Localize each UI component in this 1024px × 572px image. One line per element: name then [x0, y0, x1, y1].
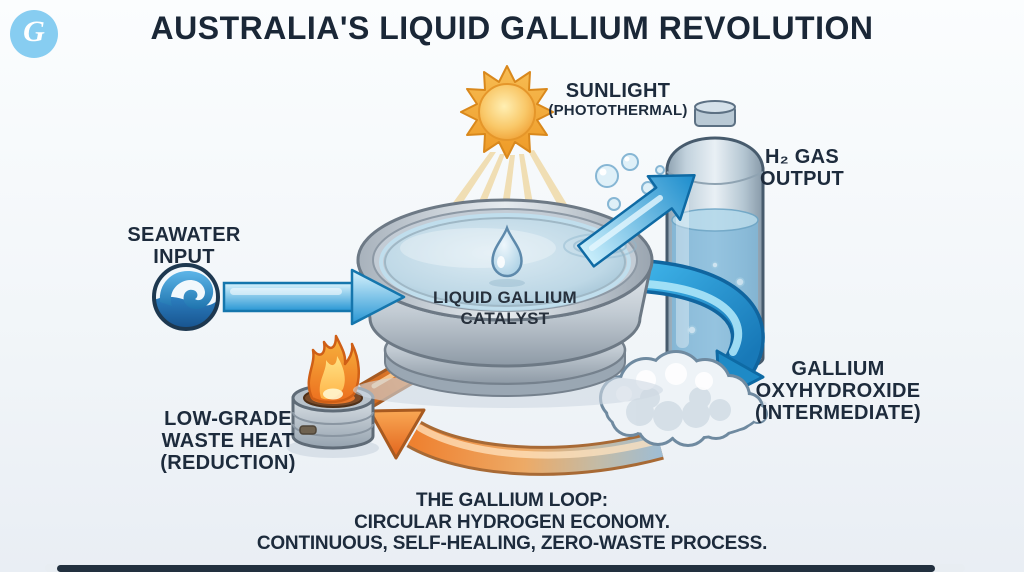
- label-gallium-oxyhydroxide: GALLIUM OXYHYDROXIDE (INTERMEDIATE): [755, 358, 921, 424]
- droplet-icon: [489, 224, 525, 287]
- oxyhydroxide-sublabel: (INTERMEDIATE): [754, 402, 922, 424]
- oxyhydroxide-label: GALLIUM: [791, 358, 885, 380]
- caption-line-1: THE GALLIUM LOOP:: [416, 490, 608, 511]
- waste-heat-sublabel: (REDUCTION): [160, 452, 296, 474]
- label-liquid-gallium-catalyst: LIQUID GALLIUM CATALYST: [433, 287, 577, 329]
- caption-block: THE GALLIUM LOOP: CIRCULAR HYDROGEN ECON…: [256, 490, 768, 555]
- label-seawater-input: SEAWATER INPUT: [127, 224, 240, 268]
- sunlight-label: SUNLIGHT: [565, 80, 671, 102]
- flame-icon: [307, 334, 360, 404]
- label-waste-heat: LOW-GRADE WASTE HEAT (REDUCTION): [160, 408, 296, 474]
- burner-icon: [287, 334, 379, 458]
- caption-line-2: CIRCULAR HYDROGEN ECONOMY.: [354, 511, 670, 533]
- catalyst-label2: CATALYST: [460, 309, 550, 328]
- sunlight-sublabel: (PHOTOTHERMAL): [548, 102, 688, 119]
- label-sunlight: SUNLIGHT (PHOTOTHERMAL): [548, 80, 687, 120]
- h2-gas-label: H₂ GAS: [764, 146, 840, 168]
- page-title: AUSTRALIA'S LIQUID GALLIUM REVOLUTION: [150, 10, 874, 46]
- waste-heat-label2: WASTE HEAT: [161, 430, 295, 452]
- progress-bar[interactable]: [57, 565, 935, 572]
- wave-icon: [152, 263, 220, 331]
- arrow-return-heat: [368, 408, 664, 476]
- arrow-seawater-input: [222, 268, 406, 326]
- sun-icon: [460, 65, 554, 159]
- caption-line-3: CONTINUOUS, SELF-HEALING, ZERO-WASTE PRO…: [256, 533, 768, 554]
- catalyst-label: LIQUID GALLIUM: [433, 288, 577, 307]
- seawater-input-label: INPUT: [153, 246, 215, 268]
- logo-glyph: G: [23, 15, 45, 48]
- logo-badge: G: [10, 10, 58, 58]
- h2-output-label: OUTPUT: [759, 168, 845, 190]
- waste-heat-label: LOW-GRADE: [164, 408, 292, 430]
- label-h2-gas-output: H₂ GAS OUTPUT: [760, 146, 844, 190]
- arrow-h2-output: [576, 174, 696, 268]
- seawater-label: SEAWATER: [127, 224, 241, 246]
- oxyhydroxide-label2: OXYHYDROXIDE: [755, 380, 921, 402]
